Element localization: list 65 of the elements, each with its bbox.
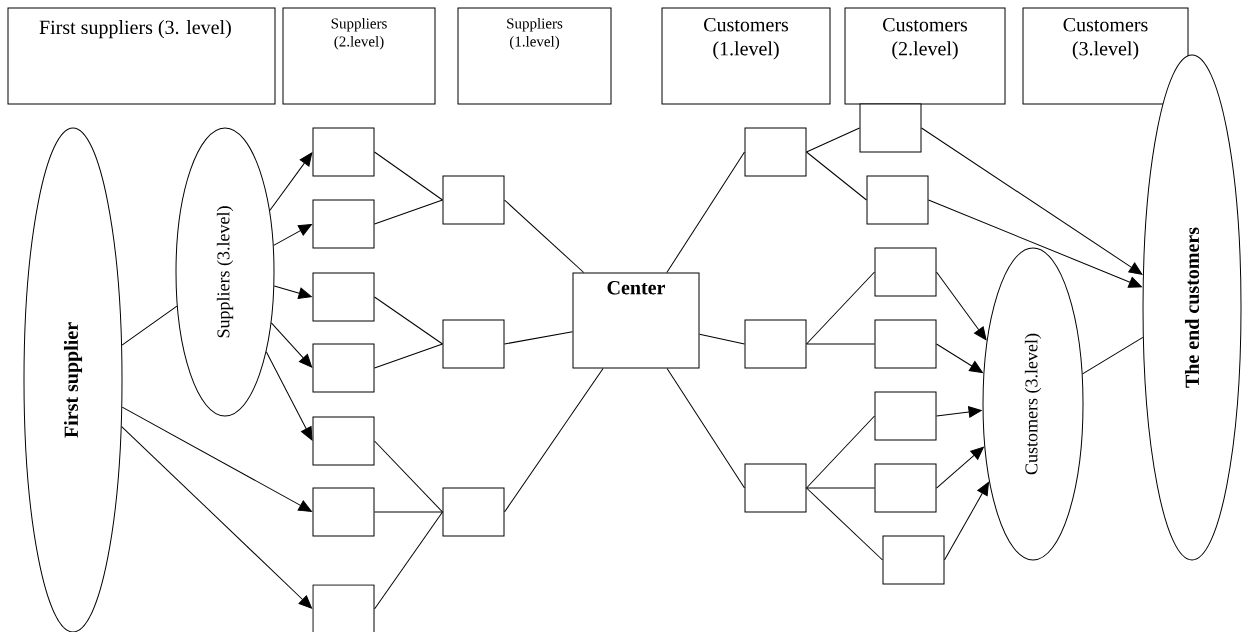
connector-line [666, 368, 745, 489]
arrow [269, 152, 313, 212]
center-box: Center [572, 272, 700, 369]
arrow [936, 446, 984, 489]
connector-line [504, 331, 573, 345]
arrow [121, 426, 313, 609]
connector-line [806, 151, 867, 201]
empty-box [882, 535, 945, 585]
connector-line [374, 151, 443, 201]
arrow [928, 199, 1142, 288]
arrow [936, 343, 983, 374]
connector-line [374, 296, 443, 345]
empty-box [312, 199, 375, 249]
arrow [273, 285, 312, 299]
empty-box [442, 175, 505, 225]
oval-node: Suppliers (3.level) [175, 127, 275, 417]
node-label: The end customers [1184, 227, 1200, 388]
empty-box [442, 319, 505, 369]
connector-line [121, 305, 178, 346]
empty-box [859, 103, 922, 153]
header-box: Suppliers (2.level) [282, 7, 436, 105]
empty-box [312, 127, 375, 177]
arrow [270, 322, 313, 368]
empty-box [744, 463, 807, 513]
connector-line [374, 511, 443, 513]
connector-line [374, 199, 443, 225]
connector-line [806, 271, 875, 345]
connector-line [374, 343, 443, 369]
arrow [944, 482, 989, 561]
connector-line [806, 343, 875, 345]
empty-box [442, 487, 505, 537]
connector-line [806, 487, 883, 561]
oval-node: Customers (3.level) [982, 247, 1084, 561]
connector-line [806, 487, 875, 489]
empty-box [744, 127, 807, 177]
empty-box [874, 319, 937, 369]
connector-line [374, 440, 443, 513]
empty-box [874, 391, 937, 441]
empty-box [744, 319, 807, 369]
empty-box [312, 584, 375, 632]
connector-line [806, 127, 860, 153]
connector-line [504, 199, 585, 273]
header-box: Customers (3.level) [1022, 7, 1189, 105]
connector-line [1082, 336, 1144, 375]
header-box: First suppliers (3. level) [7, 7, 276, 105]
empty-box [312, 272, 375, 322]
arrow [921, 127, 1143, 275]
empty-box [312, 416, 375, 466]
header-box: Suppliers (1.level) [457, 7, 612, 105]
connector-line [374, 511, 443, 610]
connector-line [806, 415, 875, 489]
empty-box [874, 247, 937, 297]
connector-line [504, 368, 604, 513]
arrow [936, 271, 987, 341]
empty-box [874, 463, 937, 513]
arrow [936, 406, 982, 418]
connector-line [666, 151, 745, 273]
arrow [121, 406, 312, 512]
empty-box [312, 343, 375, 393]
header-box: Customers (1.level) [661, 7, 831, 105]
empty-box [866, 175, 929, 225]
arrow [265, 351, 313, 441]
arrow [273, 224, 312, 246]
empty-box [312, 487, 375, 537]
connector-line [699, 333, 745, 345]
